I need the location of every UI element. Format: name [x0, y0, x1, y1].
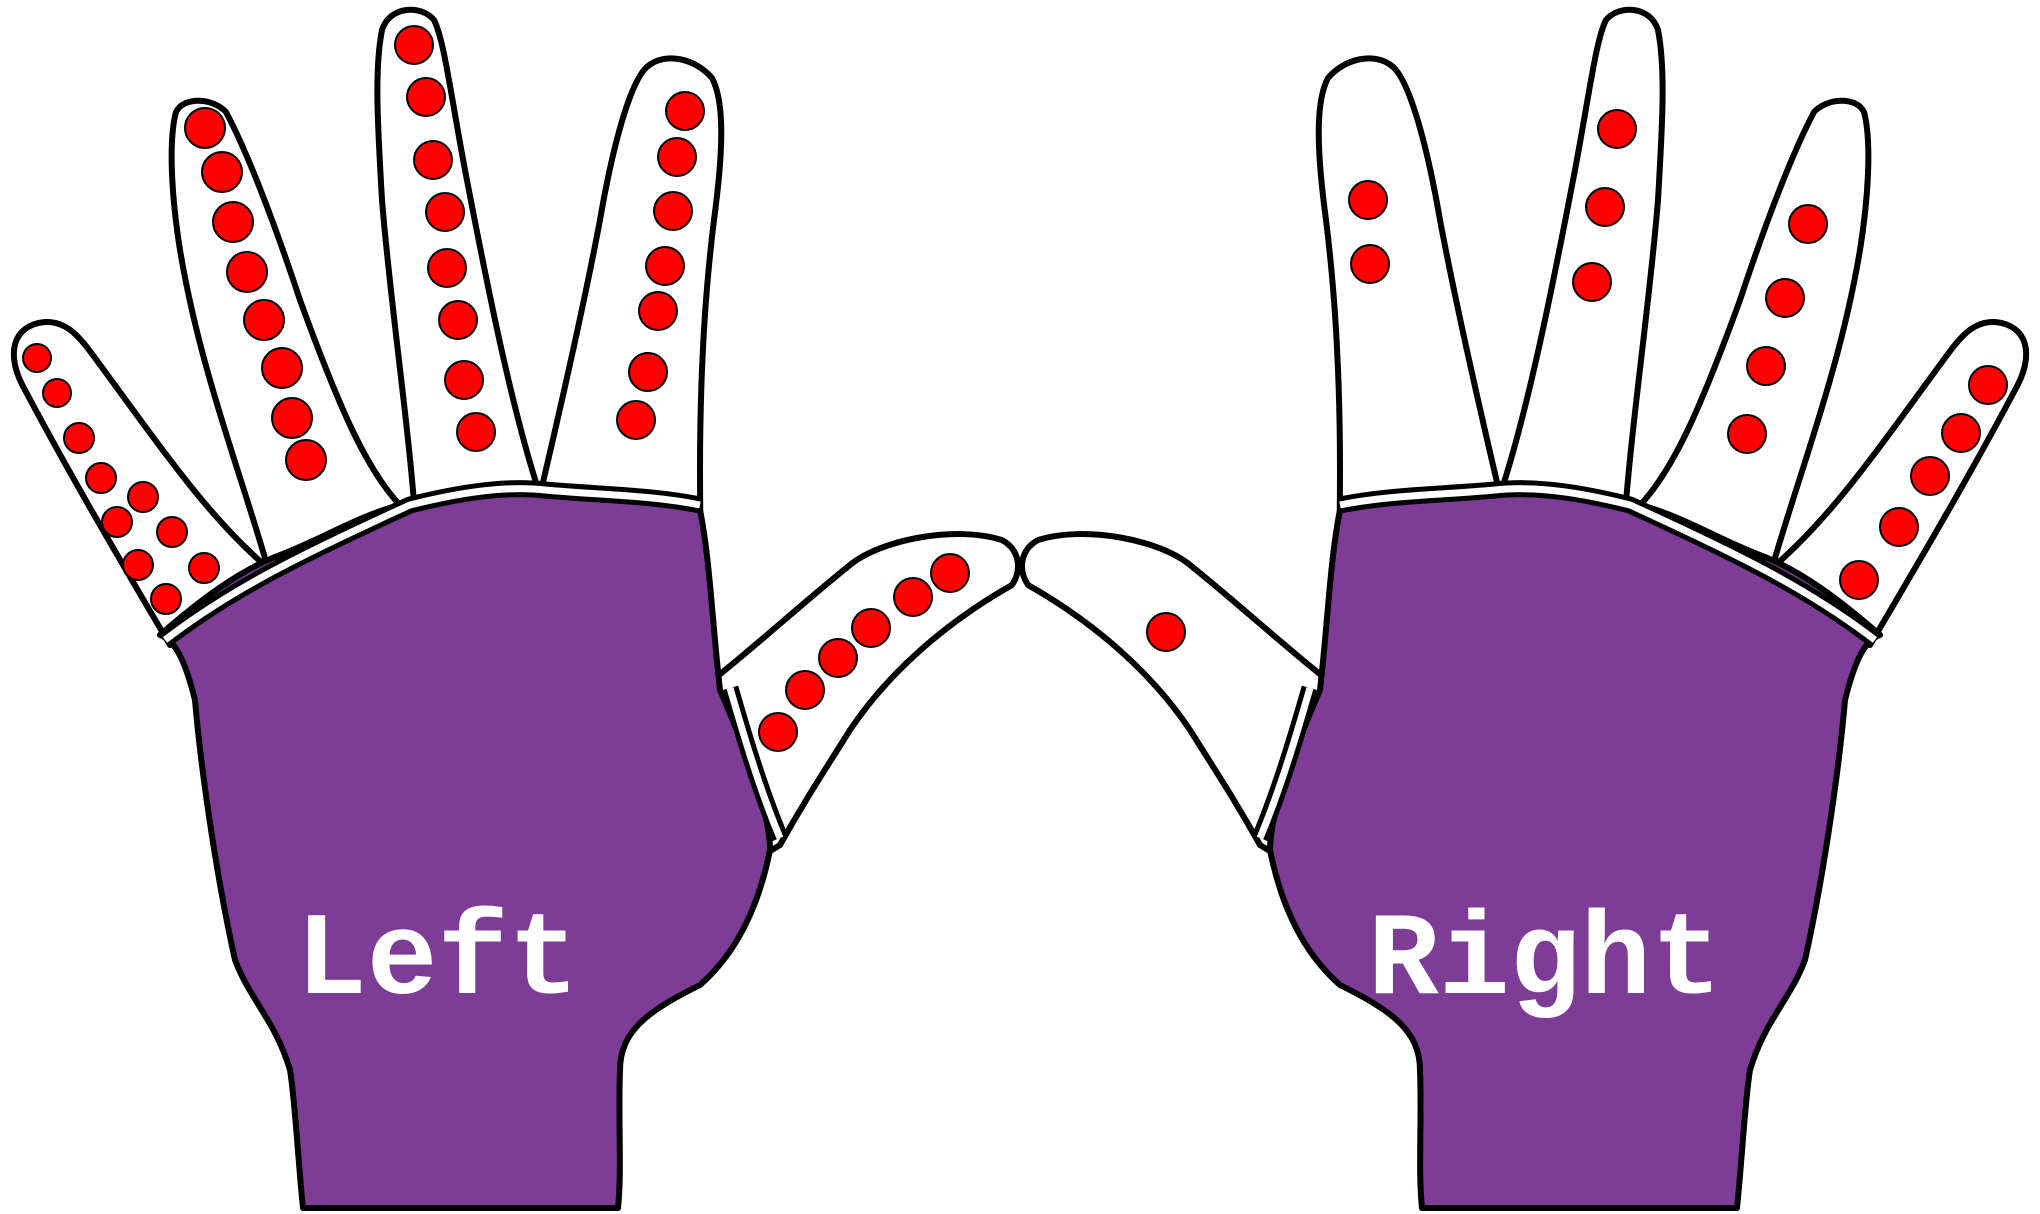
right-middle-dot: [1572, 262, 1612, 302]
left-pinky-dot: [122, 549, 154, 581]
left-ring-dot: [285, 439, 327, 481]
left-index-dot: [638, 291, 678, 331]
right-thumb: [1019, 531, 1343, 853]
left-index-dot: [645, 246, 685, 286]
right-pinky-dot: [1910, 456, 1950, 496]
right-ring-dot: [1765, 278, 1805, 318]
right-pinky-dot: [1968, 365, 2008, 405]
right-pinky-dot: [1941, 413, 1981, 453]
right-pinky-finger: [1769, 318, 2030, 648]
left-palm: [157, 490, 773, 1211]
right-middle-finger: [1497, 6, 1666, 518]
left-ring-dot: [184, 107, 226, 149]
right-thumb-dot: [1146, 612, 1186, 652]
left-pinky-dot: [156, 516, 188, 548]
left-middle-dot: [427, 248, 467, 288]
right-thumb-seam-inner: [1256, 687, 1314, 840]
left-thumb-dot: [893, 577, 933, 617]
right-pinky-dot: [1879, 507, 1919, 547]
left-middle-dot: [456, 412, 496, 452]
right-pinky-dot: [1839, 560, 1879, 600]
left-thumb-dot: [930, 553, 970, 593]
right-palm-top-seam-inner: [1339, 485, 1878, 643]
left-pinky-dot: [22, 343, 52, 373]
right-hand: Right: [1019, 6, 2030, 1211]
left-ring-dot: [212, 201, 254, 243]
left-index-dot: [616, 400, 656, 440]
left-thumb-dot: [785, 670, 825, 710]
left-thumb-dot: [851, 608, 891, 648]
left-middle-dot: [394, 25, 434, 65]
left-thumb-dot: [818, 638, 858, 678]
left-thumb-dot: [758, 712, 798, 752]
left-thumb-seam-inner: [726, 687, 784, 840]
left-ring-dot: [271, 397, 313, 439]
left-thumb: [697, 531, 1021, 853]
right-index-dot: [1348, 180, 1388, 220]
right-index-dot: [1350, 244, 1390, 284]
left-middle-dot: [444, 360, 484, 400]
right-palm: [1267, 490, 1883, 1211]
left-hand-dots: [22, 25, 970, 752]
left-middle-dot: [413, 140, 453, 180]
left-index-dot: [657, 137, 697, 177]
left-middle-dot: [438, 300, 478, 340]
left-ring-dot: [261, 347, 303, 389]
right-ring-dot: [1788, 204, 1828, 244]
left-middle-dot: [425, 192, 465, 232]
right-ring-dot: [1727, 414, 1767, 454]
left-palm-top-seam-inner: [162, 485, 701, 643]
right-middle-dot: [1585, 187, 1625, 227]
left-pinky-dot: [63, 422, 95, 454]
left-pinky-dot: [150, 583, 182, 615]
left-middle-dot: [406, 77, 446, 117]
left-index-dot: [653, 191, 693, 231]
left-pinky-dot: [188, 552, 220, 584]
left-index-dot: [665, 91, 705, 131]
right-hand-label: Right: [1368, 896, 1722, 1029]
left-ring-dot: [243, 299, 285, 341]
right-hand-dots: [1146, 109, 2008, 652]
left-pinky-dot: [127, 481, 159, 513]
left-pinky-dot: [101, 506, 133, 538]
right-ring-dot: [1746, 346, 1786, 386]
right-middle-dot: [1597, 109, 1637, 149]
left-ring-dot: [201, 151, 243, 193]
left-hand: Left: [10, 6, 1021, 1211]
left-hand-label: Left: [296, 896, 579, 1029]
left-ring-dot: [226, 251, 268, 293]
left-pinky-dot: [85, 462, 117, 494]
left-pinky-dot: [42, 378, 72, 408]
left-index-dot: [628, 352, 668, 392]
